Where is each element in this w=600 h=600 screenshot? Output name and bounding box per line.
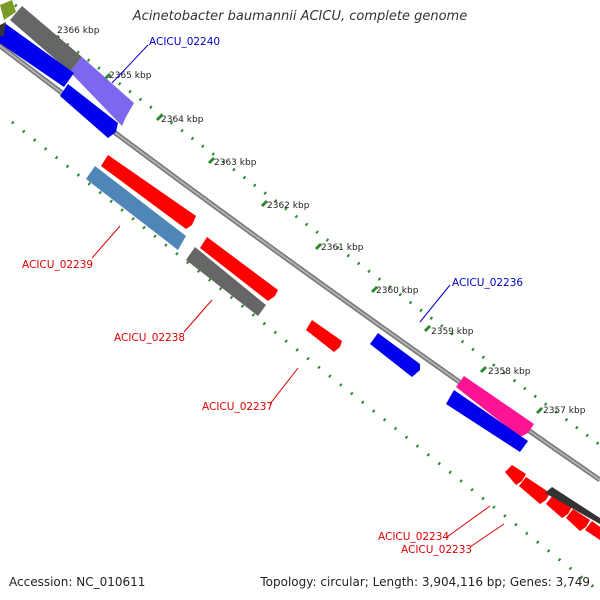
- kbp-tick-label: 2357 kbp: [543, 406, 586, 416]
- kbp-tick-label: 2366 kbp: [57, 26, 100, 36]
- gene-label[interactable]: ACICU_02236: [452, 277, 523, 289]
- kbp-tick-mark: [260, 199, 269, 208]
- reverse-strand-genes: [505, 465, 600, 540]
- leader-acicu-02233: [469, 523, 505, 548]
- gene-red-small-c: [585, 521, 600, 540]
- leader-acicu-02237: [269, 367, 299, 405]
- map-title: Acinetobacter baumannii ACICU, complete …: [132, 9, 468, 24]
- kbp-tick-label: 2358 kbp: [488, 367, 531, 377]
- kbp-tick-label: 2359 kbp: [431, 327, 474, 337]
- gene-gray-upper: [10, 6, 82, 72]
- gene-edge-dark: [0, 22, 6, 36]
- gene-blue-lower: [446, 390, 528, 452]
- gene-labels: ACICU_02240 ACICU_02239 ACICU_02238 ACIC…: [22, 36, 523, 556]
- gene-magenta: [456, 376, 534, 437]
- kbp-tick-mark: [314, 242, 323, 251]
- genome-summary-text: Topology: circular; Length: 3,904,116 bp…: [260, 575, 590, 589]
- kbp-tick-mark: [207, 156, 216, 165]
- leader-acicu-02239: [91, 225, 121, 259]
- kbp-tick-mark: [423, 324, 432, 333]
- gene-dark-edge: [545, 487, 600, 524]
- kbp-tick-mark: [155, 113, 164, 122]
- gene-olive: [0, 0, 16, 20]
- gene-red-acicu-02239: [101, 155, 196, 229]
- gene-red-acicu-02237: [306, 320, 342, 352]
- accession-text: Accession: NC_010611: [9, 575, 146, 589]
- gene-red-acicu-02238: [200, 237, 278, 301]
- gene-label[interactable]: ACICU_02233: [401, 544, 472, 556]
- kbp-tick-mark: [370, 285, 379, 294]
- tick-track-outer: [14, 3, 600, 447]
- kbp-tick-label: 2361 kbp: [321, 243, 364, 253]
- kbp-tick-label: 2365 kbp: [109, 71, 152, 81]
- gene-gray-acicu-02238: [186, 247, 266, 316]
- gene-red-acicu-02234: [505, 465, 526, 485]
- gene-violet-acicu-02240: [70, 57, 134, 126]
- tick-track-inner: [11, 120, 600, 594]
- leader-acicu-02240: [111, 44, 149, 84]
- gene-label[interactable]: ACICU_02234: [378, 531, 449, 543]
- gene-blue-upper: [60, 84, 118, 138]
- inner-dotted-track: [11, 120, 600, 594]
- leader-acicu-02238: [183, 299, 213, 333]
- kbp-tick-mark: [535, 406, 544, 415]
- gene-blue-acicu-02236: [370, 333, 420, 377]
- kbp-tick-label: 2362 kbp: [267, 201, 310, 211]
- outer-dotted-track: [14, 3, 600, 447]
- gene-label[interactable]: ACICU_02237: [202, 401, 273, 413]
- gene-label[interactable]: ACICU_02239: [22, 259, 93, 271]
- gene-red-small-b: [566, 509, 590, 531]
- gene-label[interactable]: ACICU_02240: [149, 36, 220, 48]
- kbp-tick-mark: [479, 365, 488, 374]
- gene-label[interactable]: ACICU_02238: [114, 332, 185, 344]
- gene-steelblue-acicu-02239: [86, 166, 186, 250]
- kbp-tick-label: 2360 kbp: [376, 286, 419, 296]
- gene-red-small-a: [546, 495, 572, 518]
- kbp-tick-labels: 2366 kbp 2365 kbp 2364 kbp 2363 kbp 2362…: [57, 26, 586, 416]
- gene-red-acicu-02233: [519, 477, 550, 504]
- leader-acicu-02234: [446, 505, 491, 538]
- kbp-tick-label: 2363 kbp: [214, 158, 257, 168]
- kbp-tick-label: 2364 kbp: [161, 115, 204, 125]
- leader-acicu-02236: [419, 284, 451, 323]
- kbp-tick-marks: [52, 34, 544, 415]
- gene-blue-upper-left: [0, 24, 74, 87]
- gene-label-leaders: [91, 44, 505, 548]
- forward-strand-genes: [0, 0, 534, 452]
